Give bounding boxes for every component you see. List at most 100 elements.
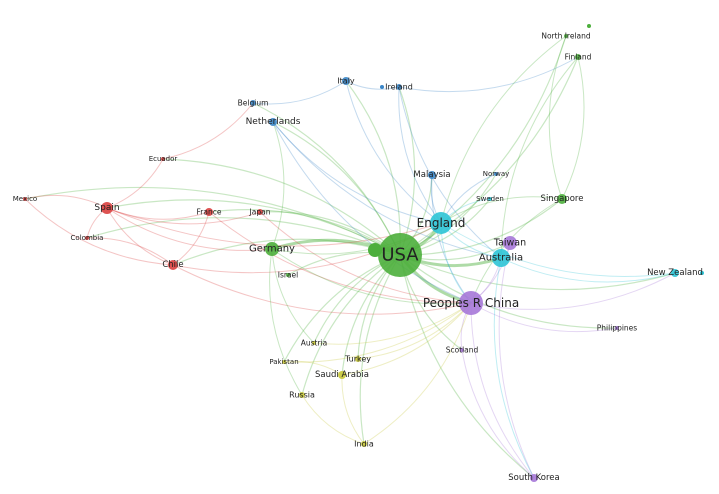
node-chile[interactable] (168, 260, 178, 270)
node-label-india[interactable]: India (354, 440, 374, 449)
node-label-england[interactable]: England (417, 216, 466, 230)
node-dot-3[interactable] (700, 271, 704, 275)
node-singapore[interactable] (557, 194, 567, 204)
node-label-colombia[interactable]: Colombia (71, 234, 104, 242)
node-malaysia[interactable] (428, 171, 436, 179)
node-india[interactable] (361, 441, 367, 447)
edge-italy-ireland (345, 80, 400, 90)
node-spain[interactable] (101, 202, 113, 214)
node-australia[interactable] (492, 249, 510, 267)
node-sweden[interactable] (488, 197, 492, 201)
edge-spain-france (106, 207, 210, 220)
node-belgium[interactable] (250, 100, 256, 106)
node-scotland[interactable] (460, 348, 464, 352)
node-philippines[interactable] (615, 326, 619, 330)
node-turkey[interactable] (355, 356, 361, 362)
node-label-sweden[interactable]: Sweden (476, 195, 504, 203)
node-label-southkorea[interactable]: South Korea (508, 473, 560, 483)
edge-usa-mexico (24, 186, 401, 256)
edge-netherlands-australia (272, 121, 502, 259)
node-china[interactable] (459, 291, 483, 315)
edge-northireland-singapore (548, 35, 567, 200)
node-label-taiwan[interactable]: Taiwan (493, 238, 526, 249)
node-label-northireland[interactable]: North Ireland (541, 32, 591, 41)
node-southkorea[interactable] (530, 474, 538, 482)
node-label-turkey[interactable]: Turkey (344, 355, 371, 364)
edge-china-southkorea (470, 302, 535, 479)
edge-usa-india (359, 254, 401, 445)
node-label-france[interactable]: France (197, 208, 222, 217)
node-label-ireland[interactable]: Ireland (385, 83, 413, 92)
node-label-malaysia[interactable]: Malaysia (413, 170, 450, 180)
node-label-ecuador[interactable]: Ecuador (149, 155, 178, 163)
node-label-spain[interactable]: Spain (94, 203, 119, 213)
node-northireland[interactable] (564, 34, 568, 38)
node-usa[interactable] (378, 233, 422, 277)
node-label-austria[interactable]: Austria (301, 339, 328, 348)
edge-australia-newzealand (500, 257, 676, 283)
node-label-finland[interactable]: Finland (565, 53, 592, 62)
node-newzealand[interactable] (671, 269, 679, 277)
edge-belgium-italy (252, 80, 347, 105)
node-label-scotland[interactable]: Scotland (446, 346, 479, 355)
node-label-japan[interactable]: Japan (249, 208, 271, 217)
edge-spain-ecuador (106, 158, 164, 209)
node-colombia[interactable] (85, 236, 89, 240)
edge-usa-newzealand (399, 254, 676, 291)
node-russia[interactable] (299, 392, 305, 398)
node-dot-0[interactable] (368, 243, 382, 257)
node-netherlands[interactable] (269, 118, 277, 126)
edge-pakistan-china (283, 302, 472, 363)
node-label-russia[interactable]: Russia (289, 391, 315, 400)
node-germany[interactable] (265, 242, 279, 256)
node-label-italy[interactable]: Italy (337, 77, 355, 86)
edge-germany-netherlands (271, 121, 285, 250)
node-ecuador[interactable] (161, 157, 165, 161)
edge-spain-chile (106, 207, 174, 266)
edge-germany-china (271, 248, 472, 305)
edge-ecuador-belgium (162, 102, 254, 160)
edge-india-china (363, 302, 472, 445)
node-france[interactable] (205, 208, 213, 216)
edge-usa-spain (106, 199, 401, 256)
node-label-mexico[interactable]: Mexico (13, 195, 37, 203)
node-label-philippines[interactable]: Philippines (597, 324, 638, 333)
node-label-australia[interactable]: Australia (479, 253, 523, 264)
edge-ireland-england (398, 86, 442, 224)
node-label-newzealand[interactable]: New Zealand (647, 268, 703, 278)
edge-chile-france (172, 211, 210, 266)
node-italy[interactable] (342, 77, 350, 85)
node-mexico[interactable] (23, 197, 27, 201)
node-label-norway[interactable]: Norway (483, 170, 510, 178)
node-label-saudiarabia[interactable]: Saudi Arabia (315, 370, 369, 380)
node-austria[interactable] (312, 341, 316, 345)
node-label-germany[interactable]: Germany (249, 244, 295, 255)
node-finland[interactable] (575, 54, 581, 60)
node-ireland[interactable] (396, 84, 402, 90)
edge-singapore-finland (561, 56, 585, 200)
node-israel[interactable] (286, 273, 290, 277)
node-japan[interactable] (257, 209, 263, 215)
node-label-singapore[interactable]: Singapore (541, 194, 584, 204)
node-taiwan[interactable] (503, 236, 517, 250)
node-label-belgium[interactable]: Belgium (238, 99, 269, 108)
node-label-chile[interactable]: Chile (162, 260, 183, 270)
node-norway[interactable] (494, 172, 498, 176)
node-pakistan[interactable] (282, 360, 286, 364)
node-label-usa[interactable]: USA (381, 245, 419, 266)
edge-finland-australia (500, 56, 579, 259)
node-label-israel[interactable]: Israel (278, 271, 299, 280)
edge-china-philippines (470, 302, 618, 333)
edge-usa-belgium (252, 102, 401, 256)
node-label-china[interactable]: Peoples R China (423, 296, 519, 310)
node-label-pakistan[interactable]: Pakistan (269, 358, 298, 366)
edge-china-newzealand (470, 272, 676, 310)
node-dot-2[interactable] (587, 24, 591, 28)
node-label-netherlands[interactable]: Netherlands (246, 117, 301, 127)
node-dot-1[interactable] (380, 85, 384, 89)
node-england[interactable] (430, 212, 452, 234)
node-saudiarabia[interactable] (338, 371, 346, 379)
